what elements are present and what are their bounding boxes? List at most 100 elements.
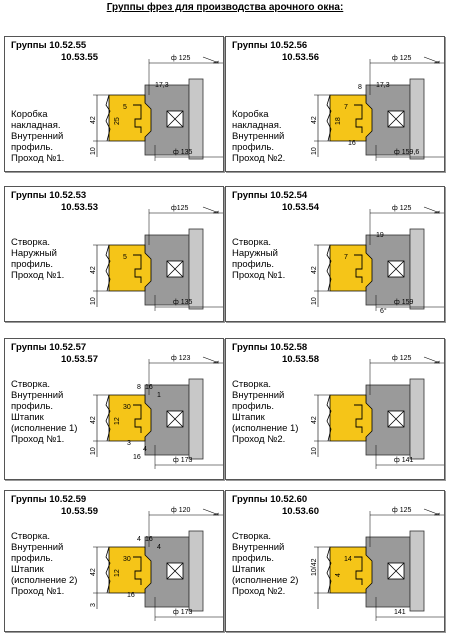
description-line: Коробка <box>232 109 269 120</box>
description-line: Проход №1. <box>11 153 65 164</box>
dim-height: 42 <box>311 266 318 274</box>
workpiece <box>108 94 152 142</box>
feed-arrow <box>423 508 441 516</box>
spindle <box>409 530 425 612</box>
dim-diameter-top: ф 125 <box>171 55 190 62</box>
break-line <box>326 94 332 142</box>
dim-base: 10 <box>90 147 97 155</box>
dim-height: 10/42 <box>311 558 318 576</box>
dim-diameter-bottom: ф 159 <box>394 299 413 306</box>
description-line: Проход №1. <box>11 434 65 445</box>
feed-arrow <box>202 206 220 214</box>
description-line: (исполнение 1) <box>232 423 299 434</box>
dim-diameter-top: ф 125 <box>392 355 411 362</box>
dim-angle: 6° <box>380 307 387 315</box>
dim-base: 10 <box>90 447 97 455</box>
break-line <box>326 394 332 442</box>
dim-a: 30 <box>123 404 131 411</box>
description-line: Внутренний <box>232 131 285 142</box>
group-code-line-1: Группы 10.52.53 <box>11 190 87 201</box>
break-line <box>105 94 111 142</box>
group-code-line-1: Группы 10.52.55 <box>11 40 87 51</box>
workpiece <box>329 546 373 594</box>
workpiece <box>329 244 373 292</box>
dim-e: 4 <box>137 536 141 543</box>
description-line: Проход №2. <box>232 434 286 445</box>
dim-diameter-bottom: ф 173 <box>173 609 192 616</box>
group-code-line-1: Группы 10.52.56 <box>232 40 308 51</box>
workpiece <box>329 394 373 442</box>
group-code-line-2: 10.53.59 <box>61 506 98 517</box>
group-code-line-1: Группы 10.52.54 <box>232 190 308 201</box>
profile-edge <box>133 254 142 283</box>
dim-b: 18 <box>335 117 342 125</box>
dim-diameter-top: ф 125 <box>392 205 411 212</box>
dim-base: 3 <box>90 603 97 607</box>
description-line: (исполнение 1) <box>11 423 78 434</box>
spindle <box>188 530 204 612</box>
spindle <box>409 78 425 160</box>
description-line: Штапик <box>232 564 265 575</box>
description-line: профиль. <box>232 553 274 564</box>
dim-height: 42 <box>311 416 318 424</box>
dim-c: 16 <box>127 592 135 599</box>
dim-c: 3 <box>127 440 131 447</box>
dim-base: 10 <box>90 297 97 305</box>
description-line: профиль. <box>11 553 53 564</box>
insert-cross <box>166 562 184 580</box>
dim-b: 12 <box>114 417 121 425</box>
dim-diameter-top: ф125 <box>171 205 189 212</box>
dim-b: 25 <box>114 117 121 125</box>
description-line: Наружный <box>11 248 57 259</box>
description-line: Створка. <box>11 379 51 390</box>
dim-height: 42 <box>311 116 318 124</box>
description-line: профиль. <box>11 259 53 270</box>
insert-cross <box>166 410 184 428</box>
dim-diameter-bottom: ф 173 <box>173 457 192 464</box>
dim-a: 5 <box>123 254 127 261</box>
description-line: Внутренний <box>11 542 64 553</box>
dim-a: 7 <box>344 254 348 261</box>
description-line: Внутренний <box>232 390 285 401</box>
workpiece <box>108 546 152 594</box>
profile-edge <box>133 104 142 133</box>
profile-edge <box>133 556 142 585</box>
workpiece <box>108 394 152 442</box>
description-line: Штапик <box>232 412 265 423</box>
workpiece <box>108 244 152 292</box>
break-line <box>326 546 332 594</box>
feed-arrow <box>202 508 220 516</box>
profile-drawing: 42 10 ф 125 ф 159 19 7 6° <box>311 205 444 315</box>
group-code-line-1: Группы 10.52.58 <box>232 342 308 353</box>
description-line: Внутренний <box>11 390 64 401</box>
spindle <box>188 378 204 460</box>
dim-base: 10 <box>311 297 318 305</box>
description-line: Штапик <box>11 412 44 423</box>
dim-diameter-bottom: ф 135 <box>173 299 192 306</box>
group-code-line-1: Группы 10.52.57 <box>11 342 87 353</box>
profile-edge <box>354 104 363 133</box>
dim-base: 10 <box>311 147 318 155</box>
break-line <box>105 546 111 594</box>
description-line: Створка. <box>232 379 272 390</box>
dim-width: 19 <box>376 232 384 239</box>
dim-g: 1 <box>157 392 161 399</box>
insert-cross <box>166 110 184 128</box>
description-line: Створка. <box>232 531 272 542</box>
dim-height: 42 <box>90 416 97 424</box>
